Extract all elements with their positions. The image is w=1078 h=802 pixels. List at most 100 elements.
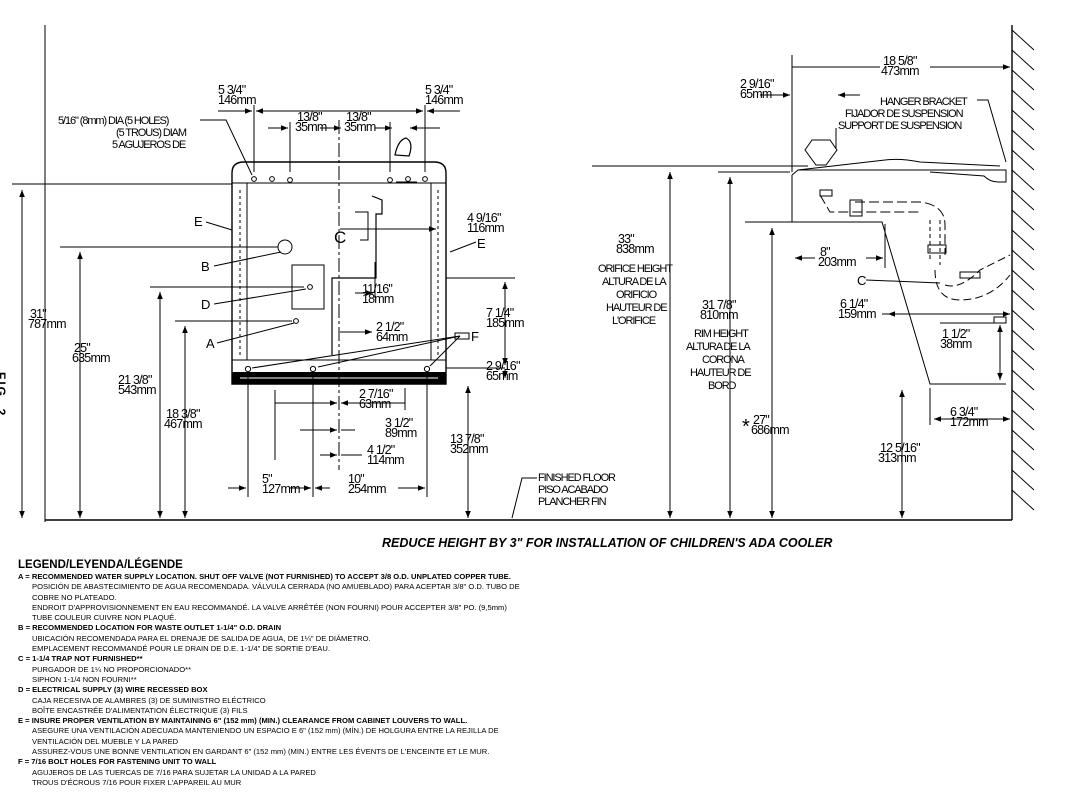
svg-text:13 7/8": 13 7/8" [450,432,484,446]
svg-text:ALTURA DE LA: ALTURA DE LA [602,276,667,288]
svg-text:21 3/8": 21 3/8" [118,373,152,387]
legend-item-head: A = RECOMMENDED WATER SUPPLY LOCATION. S… [18,572,511,581]
reduce-height-note: REDUCE HEIGHT BY 3" FOR INSTALLATION OF … [382,536,833,550]
svg-text:BORD: BORD [708,380,737,392]
svg-text:838mm: 838mm [616,242,654,256]
svg-text:3 1/2": 3 1/2" [385,416,413,430]
svg-text:ORIFICE HEIGHT: ORIFICE HEIGHT [598,263,673,275]
svg-text:810mm: 810mm [700,308,738,322]
svg-text:18mm: 18mm [362,292,394,306]
svg-text:6 1/4": 6 1/4" [840,297,868,311]
legend-item-line: TUBE COULEUR CUIVRE NON PLAQUÉ. [32,613,177,623]
legend-item-line: ENDROIT D'APPROVISIONNEMENT EN EAU RECOM… [32,602,507,612]
svg-text:467mm: 467mm [164,417,202,431]
svg-text:HAUTEUR DE: HAUTEUR DE [690,367,751,379]
svg-text:*: * [742,416,750,438]
svg-text:8": 8" [820,245,830,259]
legend-item-head: C = 1-1/4 TRAP NOT FURNISHED** [18,654,143,664]
svg-text:89mm: 89mm [385,426,417,440]
svg-text:1 1/2": 1 1/2" [942,327,970,341]
svg-text:11/16": 11/16" [362,282,392,296]
svg-text:(5 TROUS) DIAM: (5 TROUS) DIAM [116,127,187,139]
svg-text:146mm: 146mm [425,93,463,107]
svg-text:2 9/16": 2 9/16" [486,359,520,373]
svg-text:C: C [857,273,866,288]
legend-item-line: COBRE NO PLATEADO. [32,592,117,602]
svg-text:D: D [201,297,210,312]
svg-text:35mm: 35mm [344,120,376,134]
svg-text:313mm: 313mm [878,451,916,465]
legend-item-c: C = 1-1/4 TRAP NOT FURNISHED** PURGADOR … [18,654,1068,685]
svg-text:2 1/2": 2 1/2" [376,320,404,334]
legend-item-line: TROUS D'ÉCROUS 7/16 POUR FIXER L'APPAREI… [32,777,242,787]
installation-drawing: 5 3/4" 146mm 5 3/4" 146mm 13/8" 35mm 13/… [12,25,1035,522]
svg-text:185mm: 185mm [486,316,524,330]
legend-item-line: PURGADOR DE 1¼ NO PROPORCIONADO** [32,664,192,674]
legend-item-head: B = RECOMMENDED LOCATION FOR WASTE OUTLE… [18,623,282,633]
svg-text:159mm: 159mm [838,307,876,321]
legend-item-f: F = 7/16 BOLT HOLES FOR FASTENING UNIT T… [18,757,1068,788]
legend-item-line: ASEGURE UNA VENTILACIÓN ADECUADA MANTENI… [32,726,499,736]
svg-text:63mm: 63mm [359,397,391,411]
legend-item-line: UBICACIÓN RECOMENDADA PARA EL DRENAJE DE… [32,633,371,643]
legend-item-b: B = RECOMMENDED LOCATION FOR WASTE OUTLE… [18,623,1068,654]
svg-text:FINISHED FLOOR: FINISHED FLOOR [538,472,616,484]
legend-item-line: AGUJEROS DE LAS TUERCAS DE 7/16 PARA SUJ… [32,767,316,777]
svg-text:31": 31" [30,307,46,321]
svg-text:146mm: 146mm [218,93,256,107]
svg-text:E: E [477,236,486,251]
svg-text:635mm: 635mm [72,351,110,365]
front-view-cabinet [231,120,470,470]
legend-item-line: ASSUREZ-VOUS UNE BONNE VENTILATION EN GA… [32,747,490,757]
svg-text:HAUTEUR DE: HAUTEUR DE [606,302,667,314]
svg-text:127mm: 127mm [262,482,300,496]
svg-text:4 1/2": 4 1/2" [367,443,395,457]
svg-text:13/8": 13/8" [346,110,371,124]
svg-text:RIM HEIGHT: RIM HEIGHT [694,328,749,340]
legend-item-head: D = ELECTRICAL SUPPLY (3) WIRE RECESSED … [18,685,208,695]
svg-text:65mm: 65mm [486,369,518,383]
svg-text:2 7/16": 2 7/16" [359,387,393,401]
svg-text:5": 5" [262,472,272,486]
svg-text:64mm: 64mm [376,330,408,344]
legend-item-head: F = 7/16 BOLT HOLES FOR FASTENING UNIT T… [18,757,217,767]
svg-text:ORIFICIO: ORIFICIO [616,289,658,301]
svg-text:10": 10" [348,472,364,486]
legend-item-line: BOÎTE ENCASTRÉE D'ALIMENTATION ÉLECTRIQU… [32,705,248,715]
svg-text:114mm: 114mm [367,453,404,467]
svg-text:35mm: 35mm [295,120,327,134]
side-dimensions [511,55,1010,519]
svg-text:ALTURA DE LA: ALTURA DE LA [686,341,751,353]
legend-title: LEGEND/LEYENDA/LÉGENDE [18,559,183,571]
svg-text:27": 27" [753,413,769,427]
side-view-cooler [791,139,1011,385]
svg-text:254mm: 254mm [348,482,386,496]
figure-label: FIG. 2 [0,372,8,417]
wall-section [1011,25,1035,520]
svg-text:5 AGUJEROS DE: 5 AGUJEROS DE [112,139,186,151]
svg-text:5 3/4": 5 3/4" [425,83,453,97]
svg-text:33": 33" [618,232,634,246]
svg-text:HANGER BRACKET: HANGER BRACKET [880,96,968,108]
svg-text:E: E [194,214,203,229]
side-labels: 18 5/8" 473mm 2 9/16" 65mm HANGER BRACKE… [538,54,989,508]
svg-text:172mm: 172mm [950,415,988,429]
legend-item-e: E = INSURE PROPER VENTILATION BY MAINTAI… [18,716,1068,757]
legend-item-line: EMPLACEMENT RECOMMANDÉ POUR LE DRAIN DE … [32,644,330,654]
svg-text:SUPPORT DE SUSPENSION: SUPPORT DE SUSPENSION [838,120,962,132]
svg-text:18 3/8": 18 3/8" [166,407,200,421]
svg-text:31 7/8": 31 7/8" [702,298,736,312]
legend: LEGEND/LEYENDA/LÉGENDE A = RECOMMENDED W… [18,559,1068,788]
svg-text:13/8": 13/8" [297,110,322,124]
svg-text:2 9/16": 2 9/16" [740,77,774,91]
svg-text:PLANCHER FIN: PLANCHER FIN [538,496,607,508]
svg-text:543mm: 543mm [118,383,156,397]
legend-item-line: POSICIÓN DE ABASTECIMIENTO DE AGUA RECOM… [32,582,520,592]
svg-text:B: B [201,259,210,274]
svg-text:686mm: 686mm [751,423,789,437]
svg-text:18 5/8": 18 5/8" [883,54,917,68]
svg-text:CORONA: CORONA [702,354,745,366]
svg-text:L'ORIFICE: L'ORIFICE [612,315,656,327]
svg-text:116mm: 116mm [467,221,504,235]
legend-item-d: D = ELECTRICAL SUPPLY (3) WIRE RECESSED … [18,685,1068,716]
